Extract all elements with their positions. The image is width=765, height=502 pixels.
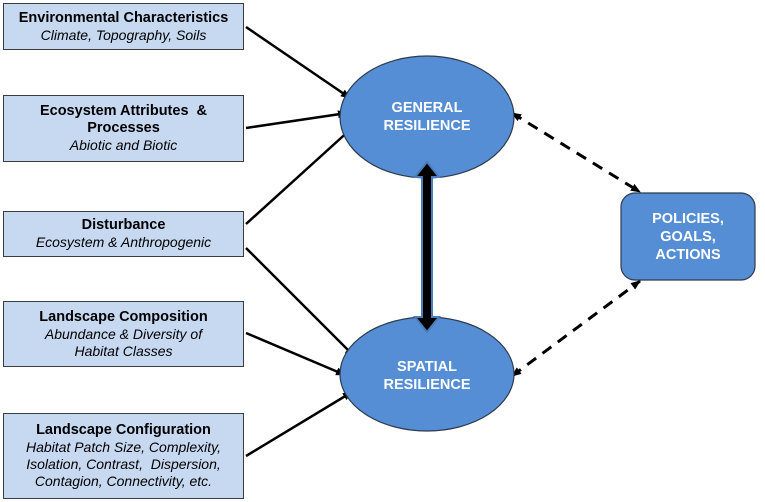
input-box-configuration: Landscape Configuration Habitat Patch Si…: [3, 413, 244, 499]
input-subtitle: Contagion, Connectivity, etc.: [34, 473, 213, 489]
spatial-line2: RESILIENCE: [383, 377, 471, 393]
input-subtitle: Habitat Classes: [74, 342, 173, 359]
policies-line2: GOALS,: [660, 229, 716, 245]
input-title: Disturbance: [81, 217, 166, 233]
input-title: Environmental Characteristics: [18, 9, 229, 26]
input-box-composition: Landscape Composition Abundance & Divers…: [3, 301, 244, 367]
input-subtitle: Abundance & Diversity of: [44, 325, 203, 342]
arrow-ecosystem-to-general: [245, 110, 348, 130]
policies-line1: POLICIES,: [652, 211, 724, 227]
input-box-disturbance: Disturbance Ecosystem & Anthropogenic: [3, 211, 244, 257]
dashed-arrow-general-policies: [511, 111, 641, 194]
spatial-resilience-label: SPATIAL RESILIENCE: [360, 354, 494, 398]
general-line1: GENERAL: [391, 100, 463, 116]
input-subtitle: Isolation, Contrast, Dispersion,: [26, 456, 221, 472]
input-box-ecosystem: Ecosystem Attributes & Processes Abiotic…: [3, 95, 244, 162]
arrow-disturbance-to-general: [245, 127, 353, 225]
input-box-environmental: Environmental Characteristics Climate, T…: [3, 3, 244, 50]
double-arrow-general-spatial: [412, 160, 442, 334]
input-title-line2: Processes: [87, 120, 160, 136]
policies-line3: ACTIONS: [655, 247, 721, 263]
input-subtitle: Abiotic and Biotic: [69, 137, 178, 153]
input-title: Landscape Configuration: [36, 422, 211, 438]
input-subtitle: Ecosystem & Anthropogenic: [35, 234, 212, 250]
arrow-disturbance-to-spatial: [245, 247, 355, 357]
arrow-composition-to-spatial: [245, 331, 346, 377]
general-line2: RESILIENCE: [383, 118, 471, 134]
general-resilience-label: GENERAL RESILIENCE: [360, 95, 494, 139]
input-title: Ecosystem Attributes &: [39, 103, 208, 119]
dashed-arrow-spatial-policies: [511, 279, 641, 378]
policies-label: POLICIES, GOALS, ACTIONS: [621, 207, 755, 267]
arrow-configuration-to-spatial: [245, 390, 353, 458]
input-title: Landscape Composition: [39, 308, 208, 325]
arrow-environmental-to-general: [245, 25, 351, 100]
input-subtitle: Climate, Topography, Soils: [40, 26, 207, 43]
spatial-line1: SPATIAL: [397, 359, 457, 375]
policies-node: [620, 192, 756, 281]
input-subtitle: Habitat Patch Size, Complexity,: [25, 439, 222, 455]
